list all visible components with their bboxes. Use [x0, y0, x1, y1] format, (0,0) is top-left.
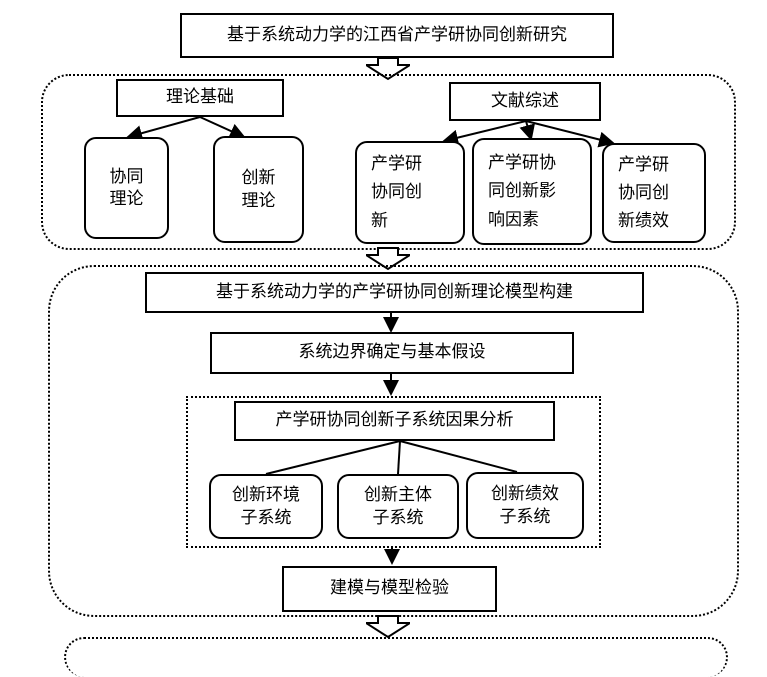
- review-item-factors: 产学研协 同创新影 响因素: [472, 138, 592, 245]
- causal-analysis-region: [186, 396, 601, 548]
- model-verification-label: 建模与模型检验: [330, 578, 449, 599]
- literature-review-label: 文献综述: [491, 90, 559, 111]
- theory-foundation-header: 理论基础: [116, 79, 284, 117]
- causal-analysis-box: 产学研协同创新子系统因果分析: [234, 401, 555, 441]
- title-box: 基于系统动力学的江西省产学研协同创新研究: [180, 13, 614, 58]
- theory-item-xietong: 协同 理论: [84, 137, 169, 239]
- model-construction-box: 基于系统动力学的产学研协同创新理论模型构建: [145, 272, 644, 313]
- theory-item-chuangxin: 创新 理论: [213, 136, 304, 243]
- subsystem-actor-label: 创新主体 子系统: [364, 485, 432, 528]
- subsystem-actor: 创新主体 子系统: [337, 474, 459, 539]
- review-item-performance: 产学研 协同创 新绩效: [602, 143, 706, 243]
- theory-foundation-label: 理论基础: [166, 87, 234, 108]
- subsystem-environment: 创新环境 子系统: [209, 474, 323, 539]
- subsystem-performance-label: 创新绩效 子系统: [491, 484, 559, 527]
- fat-arrow-down-1: [366, 57, 410, 81]
- review-item-cooperation-label: 产学研 协同创 新: [371, 154, 422, 231]
- review-item-cooperation: 产学研 协同创 新: [355, 141, 465, 244]
- fat-arrow-down-3: [366, 615, 410, 639]
- subsystem-performance: 创新绩效 子系统: [466, 472, 584, 539]
- literature-review-header: 文献综述: [449, 82, 601, 121]
- model-construction-label: 基于系统动力学的产学研协同创新理论模型构建: [216, 281, 573, 302]
- review-item-performance-label: 产学研 协同创 新绩效: [618, 154, 669, 232]
- boundary-assumption-label: 系统边界确定与基本假设: [298, 342, 486, 363]
- causal-analysis-label: 产学研协同创新子系统因果分析: [275, 410, 514, 431]
- review-item-factors-label: 产学研协 同创新影 响因素: [488, 153, 556, 230]
- theory-item-xietong-label: 协同 理论: [109, 166, 144, 209]
- boundary-assumption-box: 系统边界确定与基本假设: [210, 332, 574, 374]
- fat-arrow-down-2: [366, 247, 410, 271]
- title-text: 基于系统动力学的江西省产学研协同创新研究: [227, 24, 567, 45]
- model-verification-box: 建模与模型检验: [282, 566, 497, 612]
- theory-item-chuangxin-label: 创新 理论: [241, 168, 276, 211]
- subsystem-environment-label: 创新环境 子系统: [232, 485, 300, 528]
- section-next-region-partial: [64, 637, 728, 677]
